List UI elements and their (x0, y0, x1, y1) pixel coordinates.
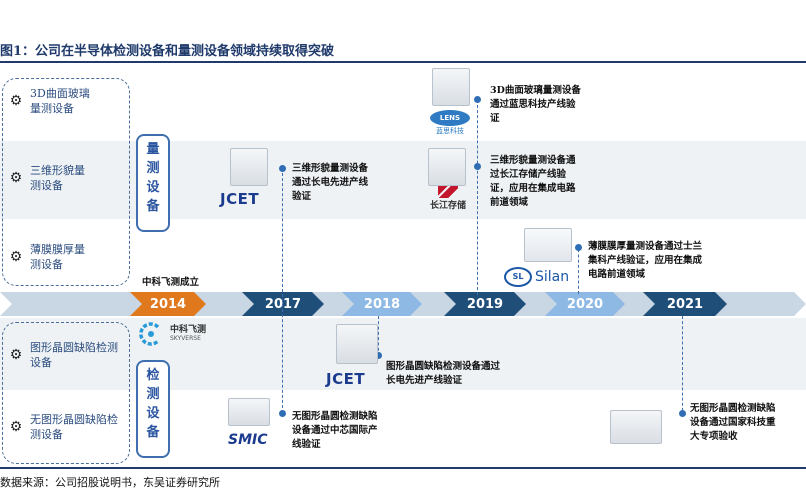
inspection-category-box (2, 322, 130, 464)
equipment-image (428, 148, 466, 186)
category-shape: ⚙ 三维形貌量测设备 (8, 163, 118, 193)
note-shape-ymtc: 三维形貌量测设备通过长江存储产线验证，应用在集成电路前道领域 (490, 155, 576, 208)
category-patterned: ⚙ 图形晶圆缺陷检测设备 (8, 340, 128, 370)
note-film-silan: 薄膜膜厚量测设备通过士兰集科产线验证，应用在集成电路前道领域 (588, 241, 703, 280)
year-2017: 2017 (242, 292, 324, 316)
milestone-dot (575, 244, 582, 251)
note-glass-lens: 3D曲面玻璃量测设备通过蓝思科技产线验证 (490, 85, 581, 124)
category-film-label: 薄膜膜厚量测设备 (30, 243, 85, 271)
year-2020: 2020 (545, 292, 625, 316)
lens-logo-cn: 蓝思科技 (436, 127, 464, 135)
skyverse-logo: 中科飞测 SKYVERSE (138, 320, 218, 350)
skyverse-mark-icon (139, 322, 160, 346)
gear-icon: ⚙ (9, 418, 23, 435)
note-unpatterned-national: 无图形晶圆检测缺陷设备通过国家科技重大专项验收 (690, 403, 776, 442)
silan-logo-text: Silan (535, 269, 570, 285)
category-glass: ⚙ 3D曲面玻璃量测设备 (8, 86, 118, 116)
group-label-measurement: 量测设备 (136, 134, 170, 232)
band-patterned (0, 318, 806, 390)
figure-title: 图1：公司在半导体检测设备和量测设备领域持续取得突破 (0, 44, 335, 59)
year-2014: 2014 (130, 292, 206, 316)
milestone-dot (474, 96, 481, 103)
equipment-image (230, 148, 268, 186)
category-unpatterned-label: 无图形晶圆缺陷检测设备 (30, 413, 118, 441)
milestone-line-2019 (477, 100, 478, 295)
note-patterned-jcet: 图形晶圆缺陷检测设备通过长电先进产线验证 (386, 361, 501, 386)
group-label-measurement-text: 量测设备 (146, 142, 160, 214)
category-patterned-label: 图形晶圆缺陷检测设备 (30, 341, 118, 369)
milestone-dot (279, 165, 286, 172)
group-label-inspection: 检测设备 (136, 360, 170, 458)
founding-note: 中科飞测成立 (142, 277, 200, 288)
jcet-logo: JCET (326, 370, 366, 388)
equipment-image (610, 410, 662, 444)
year-2021: 2021 (643, 292, 727, 316)
band-glass (0, 63, 806, 141)
category-glass-label: 3D曲面玻璃量测设备 (30, 87, 90, 115)
smic-logo: SMIC (228, 432, 268, 448)
gear-icon: ⚙ (9, 169, 23, 186)
band-unpatterned (0, 390, 806, 468)
source-note: 数据来源：公司招股说明书，东吴证券研究所 (0, 476, 220, 489)
category-film: ⚙ 薄膜膜厚量测设备 (8, 242, 118, 272)
milestone-dot (474, 163, 481, 170)
equipment-image (524, 228, 572, 262)
milestone-dot (279, 410, 286, 417)
silan-logo: SL Silan (504, 266, 578, 288)
band-film (0, 219, 806, 291)
lens-logo-mark: LENS (430, 110, 470, 126)
year-2019: 2019 (444, 292, 526, 316)
milestone-line-2018 (378, 316, 379, 356)
equipment-image (228, 398, 270, 426)
timeline: 2014 2017 2018 2019 2020 2021 (0, 292, 806, 316)
milestone-line-2020 (578, 244, 579, 294)
note-shape-jcet: 三维形貌量测设备通过长电先进产线验证 (292, 163, 369, 202)
bottom-rule (0, 467, 806, 469)
measurement-category-box (2, 78, 130, 286)
milestone-dot (375, 352, 382, 359)
ymtc-logo-cn: 长江存储 (429, 201, 466, 211)
note-unpatterned-smic: 无图形晶圆检测缺陷设备通过中芯国际产线验证 (292, 411, 378, 450)
milestone-line-2021 (682, 316, 683, 416)
band-shape (0, 141, 806, 219)
ymtc-logo: 长江存储 (426, 186, 470, 214)
group-label-inspection-text: 检测设备 (146, 368, 160, 440)
jcet-logo: JCET (220, 190, 260, 208)
equipment-image (432, 68, 470, 106)
skyverse-logo-cn: 中科飞测 (170, 325, 207, 335)
gear-icon: ⚙ (9, 248, 23, 265)
category-shape-label: 三维形貌量测设备 (30, 164, 85, 192)
milestone-dot (679, 410, 686, 417)
skyverse-logo-en: SKYVERSE (170, 335, 201, 342)
milestone-line-2017 (282, 168, 283, 413)
ymtc-mark-icon (438, 186, 458, 198)
title-rule (0, 61, 806, 63)
lens-logo: LENS 蓝思科技 (428, 110, 472, 140)
category-unpatterned: ⚙ 无图形晶圆缺陷检测设备 (8, 412, 128, 442)
equipment-image (336, 324, 378, 364)
year-2018: 2018 (342, 292, 422, 316)
gear-icon: ⚙ (9, 346, 23, 363)
silan-mark-icon: SL (504, 267, 532, 287)
gear-icon: ⚙ (9, 92, 23, 109)
